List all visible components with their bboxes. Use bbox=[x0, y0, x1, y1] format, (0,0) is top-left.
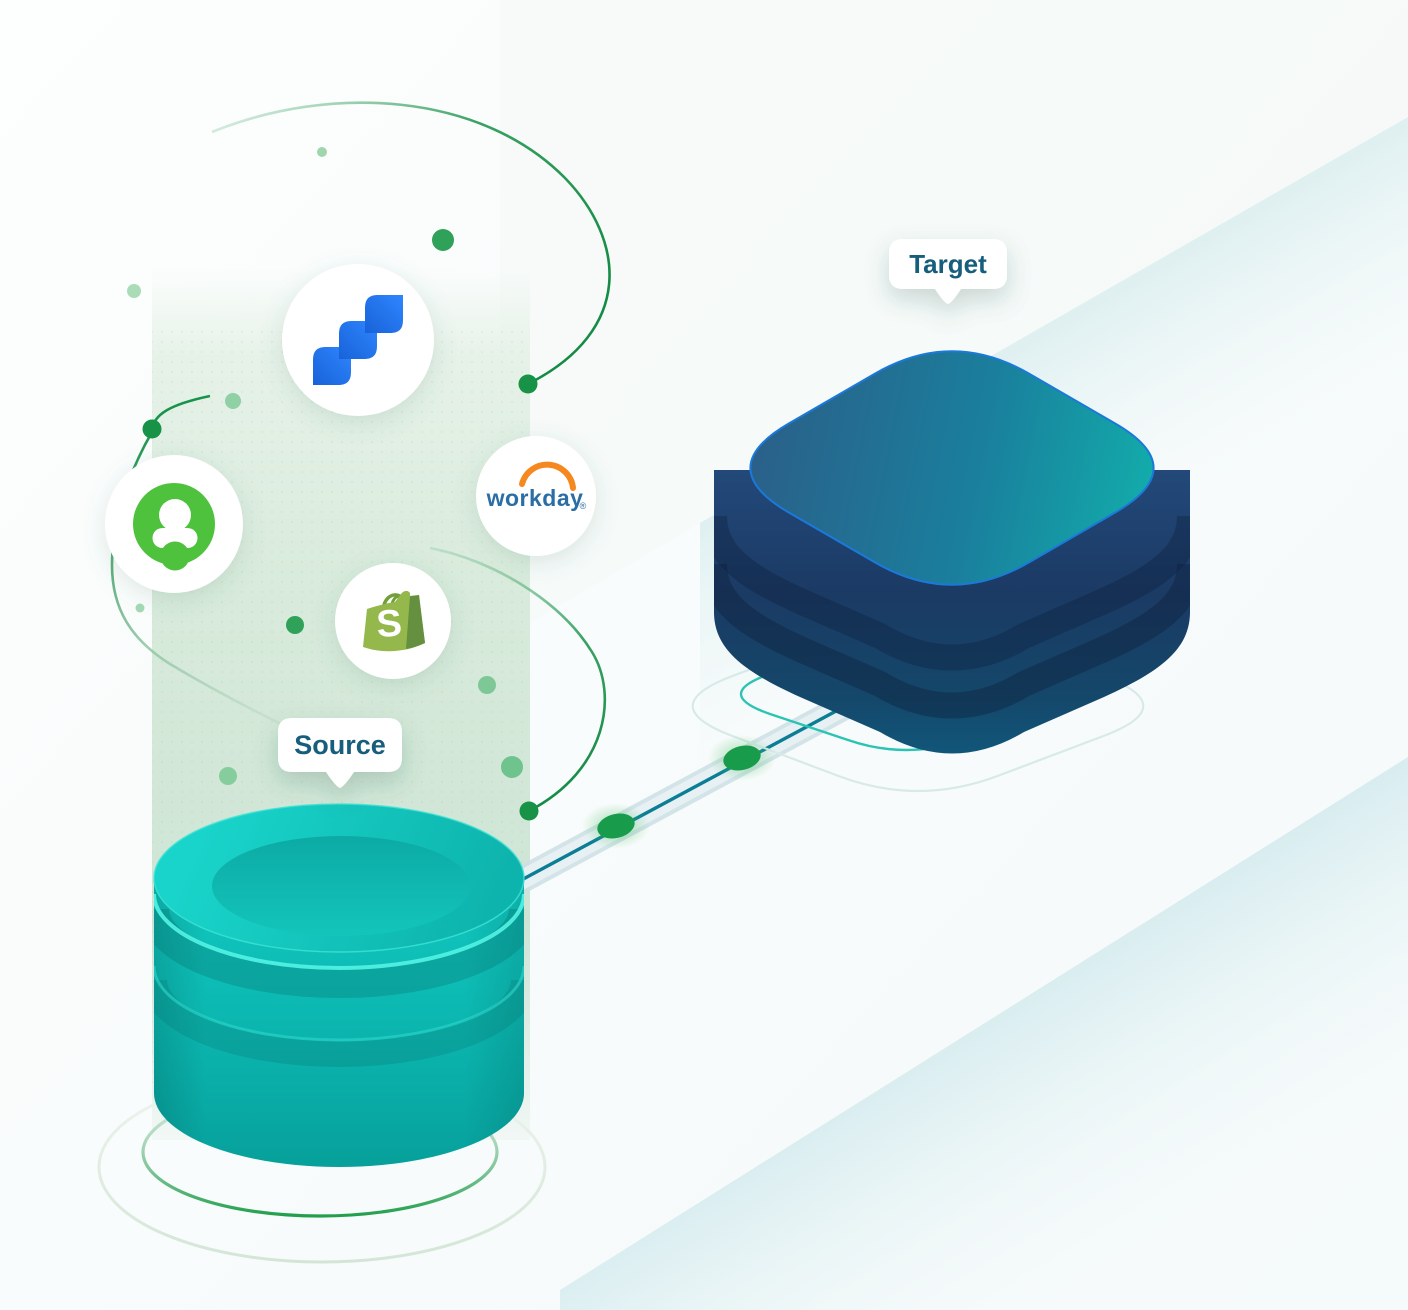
source-label: Source bbox=[294, 730, 386, 760]
shopify-glyph: S bbox=[363, 590, 425, 652]
workday-arc bbox=[519, 461, 576, 491]
servicenow-icon bbox=[105, 455, 243, 593]
dot bbox=[478, 676, 496, 694]
source-tooltip-bubble bbox=[278, 718, 402, 788]
seam-shadow bbox=[154, 907, 524, 999]
workday-icon: workday ® bbox=[476, 436, 596, 556]
orbit-arc-middle bbox=[429, 546, 607, 813]
labels: Source Target bbox=[278, 239, 1007, 788]
dot bbox=[432, 229, 454, 251]
source-database-cylinder bbox=[153, 803, 525, 1167]
cube-layer-bands bbox=[714, 515, 1190, 719]
orbit-arc-top bbox=[211, 101, 611, 386]
icon-circle bbox=[476, 436, 596, 556]
arc-end-dot bbox=[142, 419, 162, 439]
target-database-cube bbox=[714, 350, 1190, 754]
dot bbox=[286, 616, 304, 634]
background-wedge-bottom-right bbox=[560, 757, 1408, 1310]
integration-icons: workday ® S bbox=[105, 264, 596, 679]
seam-highlight bbox=[154, 965, 524, 1042]
cube-body bbox=[714, 470, 1190, 754]
cylinder-top-inset bbox=[212, 836, 470, 936]
workday-registered-mark: ® bbox=[580, 501, 587, 511]
dot bbox=[501, 756, 523, 778]
seam-shadow bbox=[154, 978, 524, 1068]
shopify-icon: S bbox=[335, 563, 451, 679]
arc-end-dot bbox=[519, 801, 539, 821]
cube-top-face bbox=[749, 350, 1155, 586]
target-tooltip-bubble bbox=[889, 239, 1007, 304]
servicenow-glyph bbox=[133, 483, 215, 571]
cube-band bbox=[714, 515, 1190, 671]
shopify-monogram: S bbox=[375, 602, 403, 646]
dot bbox=[225, 393, 241, 409]
jira-icon bbox=[282, 264, 434, 416]
dot bbox=[127, 284, 141, 298]
source-tooltip: Source bbox=[278, 718, 402, 788]
target-tooltip: Target bbox=[889, 239, 1007, 304]
target-label: Target bbox=[909, 249, 987, 279]
dot bbox=[135, 603, 145, 613]
dot bbox=[219, 767, 237, 785]
data-packets bbox=[582, 735, 776, 849]
dot bbox=[317, 147, 327, 157]
cylinder-seams bbox=[154, 893, 524, 1068]
packet-dot bbox=[723, 745, 761, 771]
jira-glyph bbox=[313, 295, 403, 385]
cylinder-side-shading bbox=[154, 878, 524, 1167]
cube-band bbox=[714, 563, 1190, 719]
packet-dot bbox=[597, 813, 635, 839]
scatter-dots bbox=[127, 147, 539, 821]
seam-highlight bbox=[154, 893, 524, 971]
workday-wordmark: workday bbox=[486, 485, 584, 511]
arc-end-dot bbox=[518, 374, 538, 394]
